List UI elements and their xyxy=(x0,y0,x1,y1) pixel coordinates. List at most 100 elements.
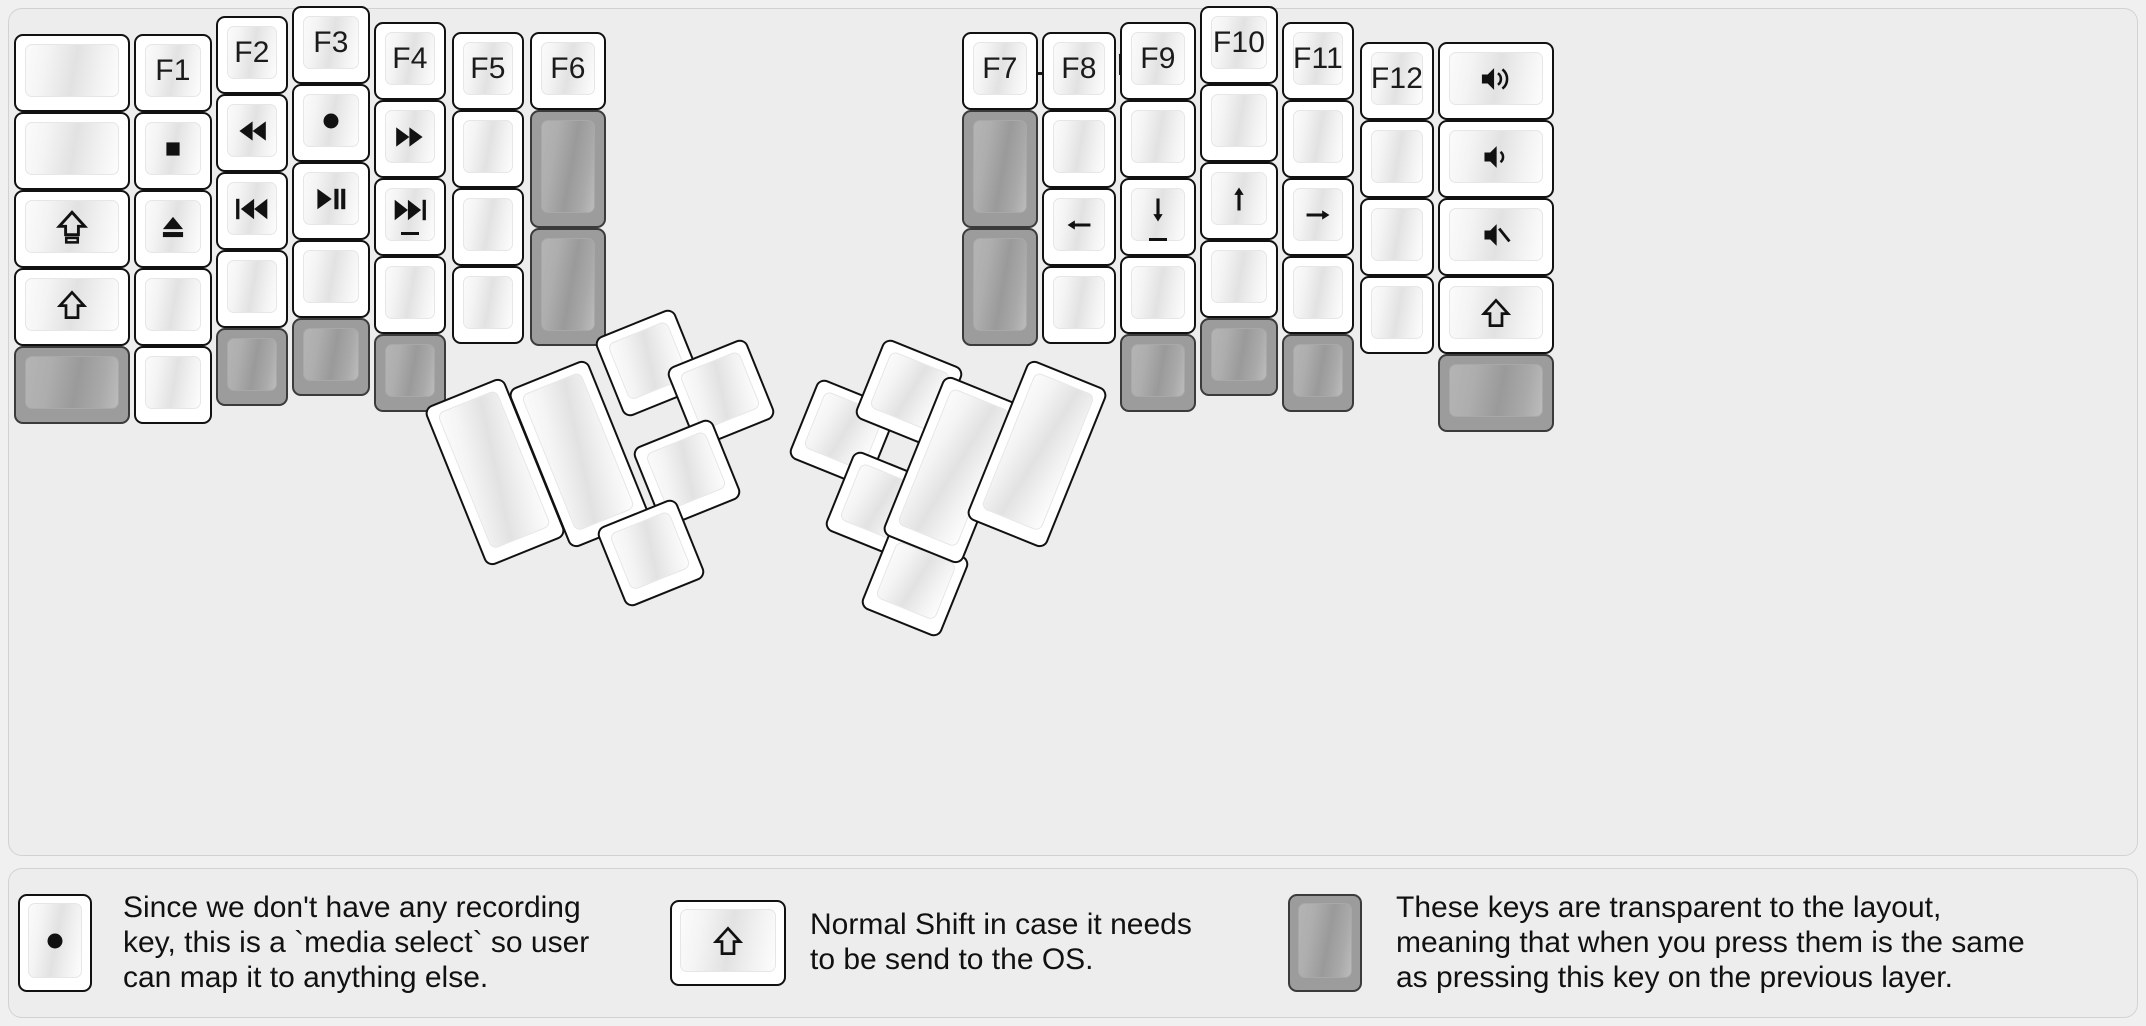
media-record-icon xyxy=(38,924,72,958)
key-cap xyxy=(25,44,119,97)
left-col-middle-key-2[interactable] xyxy=(292,162,370,240)
right-col-middle-r-key-2[interactable] xyxy=(1120,178,1196,256)
right-col-pinky-outer-a-key-0[interactable]: F12 xyxy=(1360,42,1434,120)
left-col-pinky-key-3[interactable] xyxy=(134,268,212,346)
key-label: F2 xyxy=(234,35,270,69)
right-col-middle-r-key-4[interactable] xyxy=(1120,334,1196,412)
left-col-pinky-key-0[interactable]: F1 xyxy=(134,34,212,112)
legend-media-select-key xyxy=(18,894,92,992)
left-col-pinky-outer-key-0[interactable] xyxy=(14,34,130,112)
left-col-ring-key-1[interactable] xyxy=(216,94,288,172)
right-col-pinky-r-key-2[interactable] xyxy=(1282,178,1354,256)
left-col-index-key-0[interactable]: F4 xyxy=(374,22,446,100)
key-cap xyxy=(1053,198,1105,251)
key-cap xyxy=(644,430,728,511)
left-col-ring-key-2[interactable] xyxy=(216,172,288,250)
key-label: F12 xyxy=(1370,61,1424,95)
left-col-index-key-3[interactable] xyxy=(374,256,446,334)
right-col-pinky-outer-b-key-0[interactable] xyxy=(1438,42,1554,120)
right-col-ring-r-key-1[interactable] xyxy=(1200,84,1278,162)
right-col-ring-r-key-3[interactable] xyxy=(1200,240,1278,318)
left-col-middle-key-1[interactable] xyxy=(292,84,370,162)
right-col-pinky-r-key-0[interactable]: F11 xyxy=(1282,22,1354,100)
key-label: F7 xyxy=(982,51,1018,85)
right-col-pinky-outer-b-key-3[interactable] xyxy=(1438,276,1554,354)
right-col-pinky-r-key-3[interactable] xyxy=(1282,256,1354,334)
volume-mute-icon xyxy=(1479,219,1513,251)
key-cap xyxy=(25,356,119,409)
left-col-middle-key-3[interactable] xyxy=(292,240,370,318)
left-col-index-inner-key-0[interactable]: F5 xyxy=(452,32,524,110)
right-col-pinky-outer-a-key-2[interactable] xyxy=(1360,198,1434,276)
left-col-middle-key-0[interactable]: F3 xyxy=(292,6,370,84)
right-col-index-inner-r-key-2[interactable] xyxy=(962,228,1038,346)
right-col-middle-r-key-3[interactable] xyxy=(1120,256,1196,334)
right-col-middle-r-key-0[interactable]: F9 xyxy=(1120,22,1196,100)
legend-transparent-key xyxy=(1288,894,1362,992)
left-col-pinky-outer-key-1[interactable] xyxy=(14,112,130,190)
right-col-pinky-outer-b-key-1[interactable] xyxy=(1438,120,1554,198)
left-col-pinky-outer-key-2[interactable] xyxy=(14,190,130,268)
left-col-inner-key-1[interactable] xyxy=(530,110,606,228)
key-cap xyxy=(227,338,277,391)
volume-up-icon xyxy=(1476,63,1516,95)
key-cap xyxy=(1371,130,1423,183)
key-cap xyxy=(463,276,513,329)
left-col-pinky-outer-key-3[interactable] xyxy=(14,268,130,346)
right-col-index-r-key-1[interactable] xyxy=(1042,110,1116,188)
left-col-index-key-1[interactable] xyxy=(374,100,446,178)
key-cap: F6 xyxy=(541,42,595,95)
left-col-middle-key-4[interactable] xyxy=(292,318,370,396)
right-col-ring-r-key-2[interactable] xyxy=(1200,162,1278,240)
right-col-index-r-key-2[interactable] xyxy=(1042,188,1116,266)
key-cap xyxy=(28,903,82,978)
left-col-ring-key-4[interactable] xyxy=(216,328,288,406)
mark-underline xyxy=(401,231,419,235)
right-col-pinky-outer-a-key-1[interactable] xyxy=(1360,120,1434,198)
left-col-inner-key-0[interactable]: F6 xyxy=(530,32,606,110)
left-col-index-inner-key-3[interactable] xyxy=(452,266,524,344)
left-col-index-key-2[interactable] xyxy=(374,178,446,256)
key-cap xyxy=(1371,286,1423,339)
key-cap xyxy=(1293,344,1343,397)
key-cap xyxy=(1131,110,1185,163)
key-cap: F2 xyxy=(227,26,277,79)
left-col-index-inner-key-2[interactable] xyxy=(452,188,524,266)
right-col-index-r-key-3[interactable] xyxy=(1042,266,1116,344)
key-cap xyxy=(680,909,776,972)
left-col-pinky-key-1[interactable] xyxy=(134,112,212,190)
right-col-index-r-key-0[interactable]: F8 xyxy=(1042,32,1116,110)
media-stop-icon xyxy=(158,134,188,164)
key-cap xyxy=(385,344,435,397)
left-col-index-inner-key-1[interactable] xyxy=(452,110,524,188)
right-col-pinky-r-key-1[interactable] xyxy=(1282,100,1354,178)
key-cap xyxy=(385,110,435,163)
right-col-index-inner-r-key-1[interactable] xyxy=(962,110,1038,228)
key-cap xyxy=(1449,286,1543,339)
key-label: F4 xyxy=(392,41,428,75)
left-col-index-key-4[interactable] xyxy=(374,334,446,412)
left-col-inner-key-2[interactable] xyxy=(530,228,606,346)
key-label: F8 xyxy=(1061,51,1097,85)
left-col-pinky-key-4[interactable] xyxy=(134,346,212,424)
left-col-ring-key-3[interactable] xyxy=(216,250,288,328)
key-cap xyxy=(303,250,359,303)
key-cap xyxy=(1053,120,1105,173)
left-col-pinky-key-2[interactable] xyxy=(134,190,212,268)
right-col-pinky-r-key-4[interactable] xyxy=(1282,334,1354,412)
right-col-ring-r-key-4[interactable] xyxy=(1200,318,1278,396)
right-col-pinky-outer-a-key-3[interactable] xyxy=(1360,276,1434,354)
key-cap: F3 xyxy=(303,16,359,69)
key-cap xyxy=(678,350,762,431)
left-col-ring-key-0[interactable]: F2 xyxy=(216,16,288,94)
arrow-left-icon xyxy=(1058,212,1100,238)
right-col-index-inner-r-key-0[interactable]: F7 xyxy=(962,32,1038,110)
left-col-pinky-outer-key-4[interactable] xyxy=(14,346,130,424)
key-cap xyxy=(541,238,595,331)
key-label: F10 xyxy=(1212,25,1266,59)
right-col-ring-r-key-0[interactable]: F10 xyxy=(1200,6,1278,84)
right-col-pinky-outer-b-key-4[interactable] xyxy=(1438,354,1554,432)
volume-down-icon xyxy=(1479,141,1513,173)
right-col-pinky-outer-b-key-2[interactable] xyxy=(1438,198,1554,276)
right-col-middle-r-key-1[interactable] xyxy=(1120,100,1196,178)
